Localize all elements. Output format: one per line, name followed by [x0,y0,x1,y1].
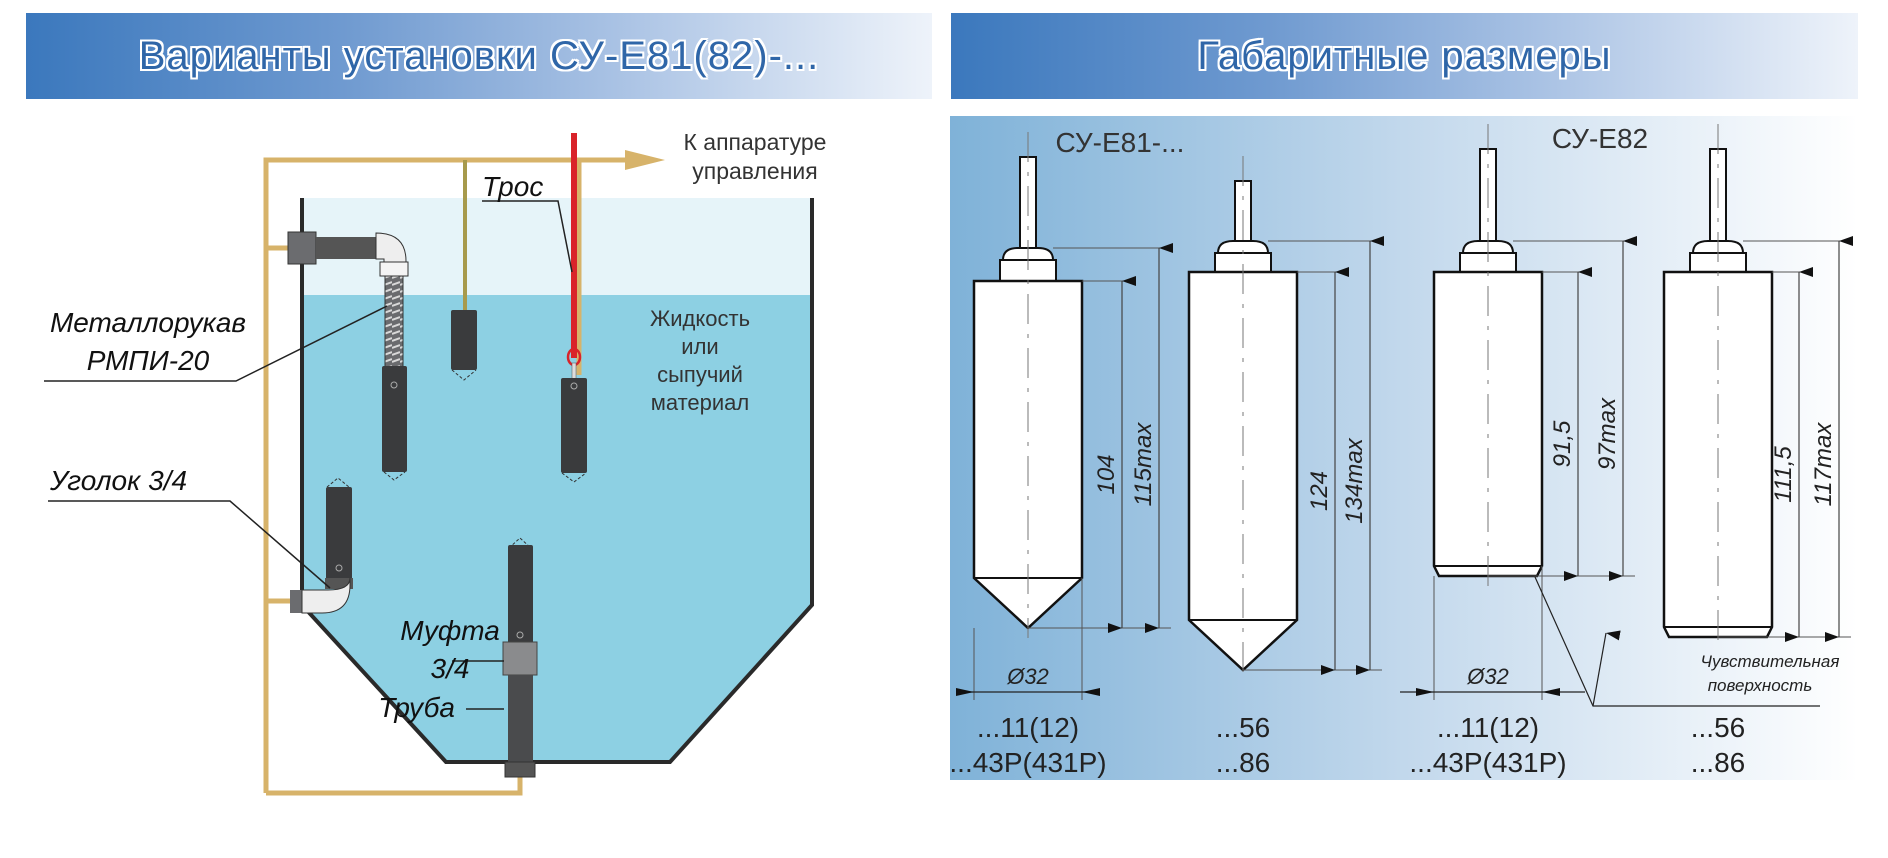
sensor-on-rope [561,133,587,483]
sensitive-surface-label-1: Чувствительная [1701,652,1840,671]
pipe-label: Труба [378,692,455,723]
variant-code-label: ...86 [1216,747,1270,778]
total-length-label: 115max [1130,422,1157,507]
sensor-with-pipe [502,537,538,778]
variant-code-label: ...43P(431P) [950,747,1107,778]
sensitive-surface-label-2: поверхность [1708,676,1813,695]
total-length-label: 117max [1810,422,1837,507]
sensor-with-hose [287,231,409,481]
body-length-label: 111,5 [1770,446,1797,503]
body-length-label: 104 [1093,454,1120,494]
installation-variants-title: Варианты установки СУ-Е81(82)-... [138,33,820,78]
arrow-icon [1416,688,1434,696]
tank [300,198,814,764]
diameter-label: Ø32 [1006,664,1049,689]
variant-code-label: ...56 [1691,712,1745,743]
gland-cap [1216,240,1270,254]
coupling-label-2: 3/4 [431,653,470,684]
body-length-label: 124 [1306,471,1333,511]
model-label-e81: СУ-Е81-... [1056,127,1185,158]
sensor-drawing: 111,5 117max ...56 ...86 [1662,124,1853,778]
to-control-label-2: управления [692,158,817,184]
total-length-label: 97max [1594,397,1621,470]
arrow-icon [1542,688,1560,696]
variant-code-label: ...86 [1691,747,1745,778]
hose-label-2: РМПИ-20 [87,345,210,376]
sensor-on-cable [451,310,477,381]
liquid-fill [302,295,812,762]
hose-label-1: Металлорукав [50,307,246,338]
medium-label: Жидкость или сыпучий материал [650,306,750,415]
svg-text:материал: материал [651,390,750,415]
variant-code-label: ...11(12) [1437,712,1539,743]
model-label-e82: СУ-Е82 [1552,123,1648,154]
svg-text:сыпучий: сыпучий [657,362,743,387]
diameter-label: Ø32 [1466,664,1509,689]
total-length-label: 134max [1341,437,1368,523]
sensor-drawing: 124 134max ...56 ...86 [1187,156,1384,778]
rope-label: Трос [482,171,543,202]
variant-code-label: ...11(12) [977,712,1079,743]
svg-text:или: или [681,334,718,359]
tank-outline [300,198,814,764]
installation-diagram: К аппаратуре управления [44,129,827,796]
svg-text:Жидкость: Жидкость [650,306,750,331]
variant-code-label: ...43P(431P) [1409,747,1566,778]
sensor-body [972,279,1084,630]
coupling-label-1: Муфта [400,615,500,646]
dimensions-title: Габаритные размеры [1197,33,1612,78]
to-control-label-1: К аппаратуре [684,129,827,155]
body-length-label: 91,5 [1549,420,1576,467]
sensor-with-corner [290,477,353,614]
arrow-icon [956,688,974,696]
corner-label: Уголок 3/4 [49,465,187,496]
variant-code-label: ...56 [1216,712,1270,743]
sensor-body [1187,270,1299,672]
dimensions-header: Габаритные размеры [951,13,1858,99]
arrow-icon [1082,688,1100,696]
installation-variants-header: Варианты установки СУ-Е81(82)-... [26,13,932,99]
arrow-to-control-icon [625,150,665,170]
